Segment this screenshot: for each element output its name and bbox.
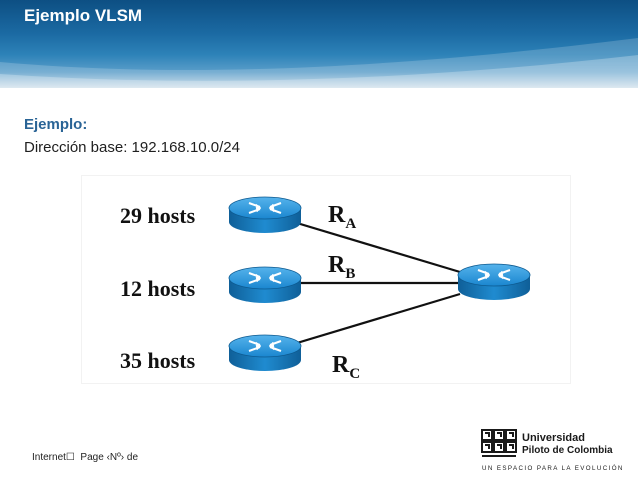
header-swoosh-decoration [0,38,638,88]
hosts-label-b: 12 hosts [120,276,196,301]
router-left-a [228,196,302,234]
router-label-a: RA [328,202,356,232]
hosts-label-c: 35 hosts [120,348,196,373]
router-central [457,263,531,301]
router-label-b: RB [328,252,355,282]
logo-tagline: UN ESPACIO PARA LA EVOLUCIÓN [482,465,624,472]
hosts-label-a: 29 hosts [120,203,196,228]
router-left-b [228,266,302,304]
router-label-c: RC [332,352,360,382]
network-diagram-svg: 29 hosts 12 hosts 35 hosts RA RB RC [120,196,531,382]
header-bar: Ejemplo VLSM [0,0,638,88]
logo-mark-icon [481,429,517,457]
example-heading: Ejemplo: [24,116,88,133]
slide-title: Ejemplo VLSM [24,6,143,25]
logo-line1: Universidad [522,432,585,444]
network-diagram: 29 hosts 12 hosts 35 hosts RA RB RC [82,176,570,383]
router-left-c [228,334,302,372]
base-address-text: Dirección base: 192.168.10.0/24 [24,139,240,156]
university-logo: Universidad Piloto de Colombia UN ESPACI… [481,429,624,472]
logo-line2: Piloto de Colombia [522,445,613,456]
footer-page-text: Internet☐ Page ‹Nº› de [32,452,139,463]
